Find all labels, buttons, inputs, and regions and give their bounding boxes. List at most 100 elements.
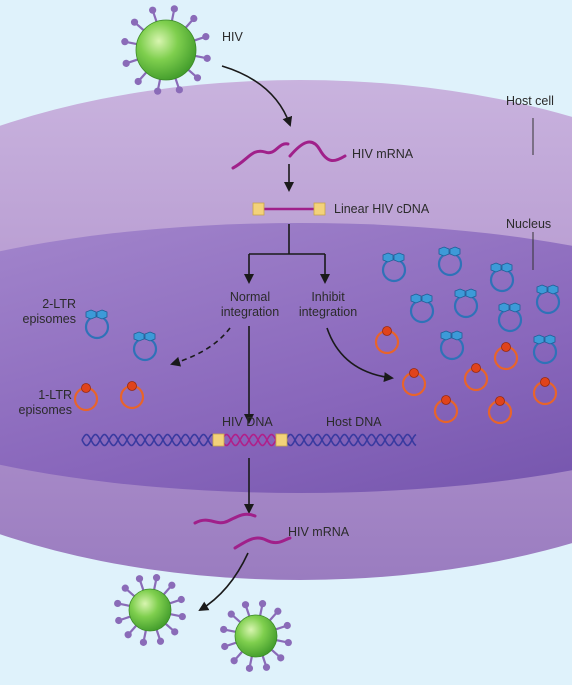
hiv-mrna-top-label: HIV mRNA (352, 147, 414, 161)
virus-spike-knob (114, 599, 122, 608)
ltr-marker (85, 309, 97, 320)
two-ltr-episome-icon (132, 331, 158, 362)
two-ltr-line-2: episomes (22, 312, 77, 326)
virus-spike-knob (168, 581, 176, 589)
two-ltr-episome-icon (381, 252, 407, 283)
virus-spike-knob (175, 86, 183, 94)
one-ltr-episome-icon (401, 368, 427, 397)
virus-spike-knob (277, 654, 285, 662)
virus-spike-knob (124, 631, 132, 639)
ltr-marker (96, 309, 108, 320)
ltr-marker (438, 246, 450, 257)
two-ltr-episome-icon (84, 309, 110, 340)
host-dna-right (285, 433, 417, 447)
hiv-mrna-top-strand-2 (288, 140, 347, 162)
one-ltr-episome-icon (487, 396, 513, 425)
virus-spike-knob (152, 574, 161, 582)
helix-strand (285, 433, 417, 447)
virus-spike-knob (258, 600, 267, 608)
ltr-marker (498, 302, 510, 313)
ltr-marker (81, 383, 91, 393)
normal-integration-label: Normal integration (212, 290, 288, 320)
ltr-marker (547, 284, 559, 295)
host-cell-label: Host cell (506, 94, 554, 108)
ltr-marker (449, 246, 461, 257)
ltr-marker (451, 330, 463, 341)
nucleus (0, 223, 572, 493)
host-dna-label: Host DNA (326, 415, 382, 429)
ltr-marker (501, 262, 513, 273)
progeny-virions (114, 574, 292, 672)
ltr-marker (544, 334, 556, 345)
virus-spike-knob (190, 14, 198, 23)
virus-spike-knob (170, 5, 178, 13)
normal-integration-line-1: Normal (229, 290, 271, 304)
virus-spike-knob (227, 610, 235, 618)
ltr-marker (533, 334, 545, 345)
two-ltr-episome-icon (489, 262, 515, 293)
inhibit-integration-line-1: Inhibit (311, 290, 345, 304)
virus-spike-knob (121, 38, 129, 46)
branch-connector (249, 224, 325, 255)
one-ltr-label: 1-LTR episomes (6, 388, 73, 418)
nucleus-label: Nucleus (506, 217, 552, 231)
virus-spike-knob (177, 595, 185, 604)
hiv-label: HIV (222, 30, 243, 44)
hiv-virion-top (121, 5, 211, 95)
helix-strand (81, 433, 217, 447)
ltr-marker (536, 284, 548, 295)
virus-spike-knob (220, 625, 228, 634)
virus-spike-knob (241, 601, 250, 609)
virus-spike-knob (122, 59, 130, 67)
virus-spike-knob (154, 87, 162, 95)
ltr-marker (133, 331, 145, 342)
virus-envelope (135, 19, 197, 81)
virus-spike-knob (262, 663, 271, 671)
ltr-marker (127, 381, 137, 391)
virus-spike-knob (121, 584, 129, 592)
ltr-marker (144, 331, 156, 342)
virus-envelope (234, 614, 278, 658)
one-ltr-episome-icon (493, 342, 519, 371)
virus-spike-knob (156, 637, 165, 645)
chromosomal-dna (81, 433, 417, 447)
two-ltr-episome-icon (497, 302, 523, 333)
virus-spike-knob (230, 657, 238, 665)
hiv-virion-icon (121, 5, 211, 95)
virus-spike-knob (139, 638, 148, 646)
inhibited-episome-arrow (326, 327, 394, 383)
ltr-marker (540, 377, 550, 387)
one-ltr-line-1: 1-LTR (38, 388, 72, 402)
one-ltr-episome-icon (119, 381, 145, 410)
virus-spike-knob (115, 616, 123, 625)
virus-spike-knob (284, 638, 292, 647)
helix-strand (221, 433, 281, 447)
one-ltr-episome-icon (433, 395, 459, 424)
two-ltr-episome-icon (535, 284, 561, 315)
host-dna-left (81, 433, 217, 447)
budding-arrow (198, 552, 249, 612)
hiv-mrna-top-strand-1 (231, 142, 290, 170)
hiv-mrna-bottom-strand-2 (233, 536, 292, 550)
two-ltr-episome-icon (439, 330, 465, 361)
ltr-marker (382, 252, 394, 263)
episome-group (73, 246, 561, 425)
virus-spike-knob (149, 6, 157, 14)
ltr-square-dna-left (212, 433, 225, 447)
ltr-marker (440, 330, 452, 341)
one-ltr-episome-icon (73, 383, 99, 412)
two-ltr-episome-icon (437, 246, 463, 277)
hiv-mrna-bottom-label: HIV mRNA (288, 525, 350, 539)
virus-spike-knob (135, 575, 144, 583)
entry-arrow (221, 65, 293, 127)
virus-spike-knob (178, 612, 186, 621)
helix-strand (221, 433, 281, 447)
two-ltr-label: 2-LTR episomes (6, 297, 77, 327)
virus-spike-knob (193, 74, 202, 82)
two-ltr-episome-icon (409, 293, 435, 324)
inhibit-integration-label: Inhibit integration (290, 290, 366, 320)
two-ltr-line-1: 2-LTR (42, 297, 76, 311)
helix-strand (81, 433, 217, 447)
